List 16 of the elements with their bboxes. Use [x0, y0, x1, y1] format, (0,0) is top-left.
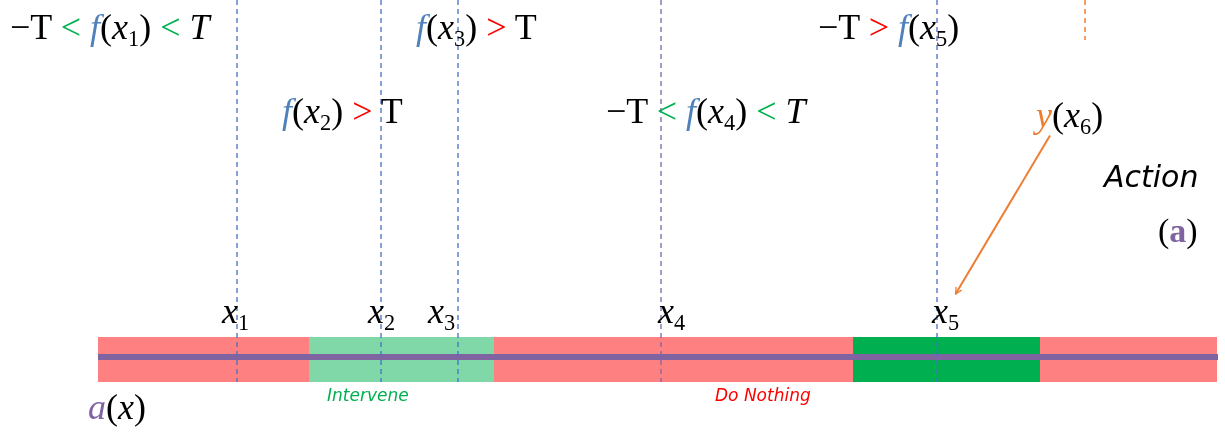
formula-label: −T < f(x$_{1}$) < T	[10, 8, 210, 48]
text-label: Intervene	[327, 386, 409, 405]
formula-label: a(x)	[88, 388, 146, 428]
formula-label: f(x$_{2}$) > T	[282, 92, 403, 132]
formula-label: −T < f(x$_{4}$) < T	[606, 92, 806, 132]
formula-label: x$_{3}$	[428, 292, 456, 332]
formula-label: x$_{4}$	[658, 292, 686, 332]
formula-label: −T > f(x$_{5}$)	[818, 8, 960, 48]
text-label: Do Nothing	[715, 386, 811, 405]
formula-label: f(x$_{3}$) > T	[416, 8, 537, 48]
text-label: Action	[1104, 160, 1199, 193]
text-label: (a)	[1158, 212, 1198, 250]
formula-label: x$_{5}$	[932, 292, 960, 332]
arrow	[954, 134, 1051, 295]
formula-label: x$_{2}$	[368, 292, 396, 332]
formula-label: x$_{1}$	[222, 292, 250, 332]
